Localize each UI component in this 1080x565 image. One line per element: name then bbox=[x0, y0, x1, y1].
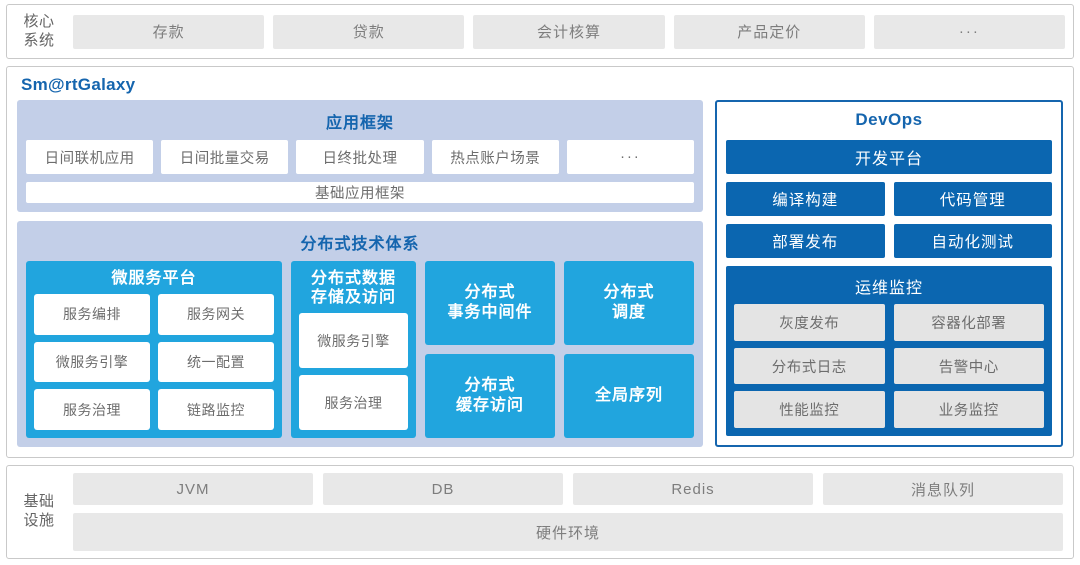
card-line2: 事务中间件 bbox=[447, 304, 533, 321]
distributed-cache-access-card[interactable]: 分布式 缓存访问 bbox=[425, 354, 555, 438]
ops-chip[interactable]: 灰度发布 bbox=[734, 304, 885, 341]
infrastructure-items: JVM DB Redis 消息队列 bbox=[73, 473, 1063, 505]
ops-monitoring-panel: 运维监控 灰度发布 容器化部署 分布式日志 告警中心 性能监控 bbox=[726, 266, 1052, 436]
card-line2: 缓存访问 bbox=[455, 397, 524, 414]
core-systems-items: 存款 贷款 会计核算 产品定价 ··· bbox=[65, 14, 1066, 49]
infrastructure-item-db[interactable]: DB bbox=[323, 473, 563, 505]
core-system-item-more[interactable]: ··· bbox=[873, 14, 1066, 49]
infrastructure-label: 基础 设施 bbox=[13, 493, 65, 531]
distributed-transaction-middleware-card[interactable]: 分布式 事务中间件 bbox=[425, 261, 555, 345]
chip-row: 服务治理 链路监控 bbox=[34, 389, 274, 431]
global-sequence-card[interactable]: 全局序列 bbox=[564, 354, 694, 438]
hardware-row: 硬件环境 bbox=[73, 513, 1063, 551]
core-system-item[interactable]: 会计核算 bbox=[473, 14, 665, 49]
devops-item-code-management[interactable]: 代码管理 bbox=[893, 182, 1052, 216]
card-line1: 分布式 bbox=[464, 377, 516, 394]
distributed-columns: 微服务平台 服务编排 服务网关 微服务引擎 统一配置 bbox=[26, 261, 694, 438]
ops-chip[interactable]: 分布式日志 bbox=[734, 347, 885, 385]
storage-chip[interactable]: 服务治理 bbox=[299, 375, 408, 430]
distributed-data-storage-title: 分布式数据 存储及访问 bbox=[299, 266, 408, 313]
microservice-chip[interactable]: 链路监控 bbox=[158, 389, 274, 431]
ops-chip[interactable]: 告警中心 bbox=[893, 347, 1044, 385]
base-application-framework[interactable]: 基础应用框架 bbox=[26, 182, 694, 203]
devops-item-deploy[interactable]: 部署发布 bbox=[726, 224, 885, 258]
core-systems-label-line2: 系统 bbox=[23, 31, 55, 49]
smartgalaxy-body: 应用框架 日间联机应用 日间批量交易 日终批处理 热点账户场景 ··· 基础应用… bbox=[17, 100, 1063, 447]
devops-row: 编译构建 代码管理 bbox=[726, 182, 1052, 216]
infrastructure-body: JVM DB Redis 消息队列 硬件环境 bbox=[65, 473, 1063, 551]
microservice-platform-title: 微服务平台 bbox=[111, 270, 197, 287]
card-line1: 全局序列 bbox=[594, 387, 663, 404]
microservice-chip[interactable]: 统一配置 bbox=[158, 341, 274, 383]
app-framework-item[interactable]: 日间联机应用 bbox=[26, 140, 154, 174]
microservice-chip[interactable]: 微服务引擎 bbox=[34, 341, 150, 383]
app-framework-item[interactable]: 日间批量交易 bbox=[161, 140, 289, 174]
infrastructure-label-line2: 设施 bbox=[23, 512, 55, 529]
devops-platform-button[interactable]: 开发平台 bbox=[726, 140, 1052, 174]
ops-row: 性能监控 业务监控 bbox=[734, 391, 1044, 429]
ops-monitoring-chips: 灰度发布 容器化部署 分布式日志 告警中心 性能监控 业务监控 bbox=[734, 304, 1044, 429]
infrastructure-section: 基础 设施 JVM DB Redis 消息队列 硬件环境 bbox=[6, 465, 1074, 559]
devops-row: 部署发布 自动化测试 bbox=[726, 224, 1052, 258]
smartgalaxy-title: Sm@rtGalaxy bbox=[21, 75, 136, 94]
card-line2: 调度 bbox=[611, 304, 646, 321]
application-framework-title: 应用框架 bbox=[325, 115, 394, 132]
app-framework-item[interactable]: 热点账户场景 bbox=[431, 140, 559, 174]
core-systems-label-line1: 核心 bbox=[23, 12, 55, 30]
app-framework-item-more[interactable]: ··· bbox=[566, 140, 695, 174]
microservice-platform-panel: 微服务平台 服务编排 服务网关 微服务引擎 统一配置 bbox=[26, 261, 282, 438]
devops-item-auto-test[interactable]: 自动化测试 bbox=[893, 224, 1052, 258]
ops-chip[interactable]: 性能监控 bbox=[734, 391, 885, 429]
distributed-technology-title: 分布式技术体系 bbox=[300, 236, 420, 253]
core-system-item[interactable]: 产品定价 bbox=[673, 14, 865, 49]
chip-row: 服务编排 服务网关 bbox=[34, 294, 274, 335]
smartgalaxy-section: Sm@rtGalaxy 应用框架 日间联机应用 日间批量交易 日终批处理 热点账… bbox=[6, 66, 1074, 458]
application-framework-items: 日间联机应用 日间批量交易 日终批处理 热点账户场景 ··· bbox=[26, 140, 695, 174]
core-system-item[interactable]: 存款 bbox=[73, 14, 265, 49]
distributed-card-column-2: 分布式 调度 全局序列 bbox=[564, 261, 694, 438]
ops-row: 灰度发布 容器化部署 bbox=[734, 304, 1044, 341]
distributed-technology-panel: 分布式技术体系 微服务平台 服务编排 服务网关 微服务 bbox=[17, 221, 703, 447]
card-line1: 分布式 bbox=[464, 284, 516, 301]
core-systems-section: 核心 系统 存款 贷款 会计核算 产品定价 ··· bbox=[6, 4, 1074, 59]
microservice-chip[interactable]: 服务编排 bbox=[34, 294, 150, 335]
distributed-scheduling-card[interactable]: 分布式 调度 bbox=[564, 261, 694, 345]
chip-row: 服务治理 bbox=[299, 375, 408, 430]
infrastructure-label-line1: 基础 bbox=[23, 493, 55, 511]
ops-monitoring-title: 运维监控 bbox=[854, 280, 923, 297]
hardware-environment[interactable]: 硬件环境 bbox=[73, 513, 1063, 551]
devops-title: DevOps bbox=[855, 110, 923, 129]
smartgalaxy-left-column: 应用框架 日间联机应用 日间批量交易 日终批处理 热点账户场景 ··· 基础应用… bbox=[17, 100, 703, 447]
microservice-chip[interactable]: 服务治理 bbox=[34, 389, 150, 431]
ops-chip[interactable]: 容器化部署 bbox=[893, 304, 1044, 341]
infrastructure-item-redis[interactable]: Redis bbox=[573, 473, 813, 505]
microservice-platform-chips: 服务编排 服务网关 微服务引擎 统一配置 服务治理 链路监控 bbox=[34, 294, 274, 431]
ops-chip[interactable]: 业务监控 bbox=[893, 391, 1044, 429]
devops-item-build[interactable]: 编译构建 bbox=[726, 182, 885, 216]
infrastructure-item-message-queue[interactable]: 消息队列 bbox=[823, 473, 1063, 505]
storage-title-line2: 存储及访问 bbox=[310, 289, 396, 307]
infrastructure-item-jvm[interactable]: JVM bbox=[73, 473, 313, 505]
smartgalaxy-right-column: DevOps 开发平台 编译构建 代码管理 部署发布 自动化测试 运维监控 bbox=[715, 100, 1063, 447]
chip-row: 微服务引擎 统一配置 bbox=[34, 341, 274, 383]
ops-row: 分布式日志 告警中心 bbox=[734, 347, 1044, 385]
devops-panel: DevOps 开发平台 编译构建 代码管理 部署发布 自动化测试 运维监控 bbox=[715, 100, 1063, 447]
core-system-item[interactable]: 贷款 bbox=[273, 14, 465, 49]
distributed-data-storage-panel: 分布式数据 存储及访问 微服务引擎 服务治理 bbox=[291, 261, 416, 438]
application-framework-panel: 应用框架 日间联机应用 日间批量交易 日终批处理 热点账户场景 ··· 基础应用… bbox=[17, 100, 703, 212]
distributed-card-column-1: 分布式 事务中间件 分布式 缓存访问 bbox=[425, 261, 555, 438]
storage-title-line1: 分布式数据 bbox=[310, 270, 396, 287]
chip-row: 微服务引擎 bbox=[299, 313, 408, 369]
microservice-chip[interactable]: 服务网关 bbox=[158, 294, 274, 335]
app-framework-item[interactable]: 日终批处理 bbox=[296, 140, 424, 174]
core-systems-label: 核心 系统 bbox=[13, 13, 65, 51]
distributed-data-storage-chips: 微服务引擎 服务治理 bbox=[299, 313, 408, 430]
storage-chip[interactable]: 微服务引擎 bbox=[299, 313, 408, 369]
card-line1: 分布式 bbox=[603, 284, 655, 301]
